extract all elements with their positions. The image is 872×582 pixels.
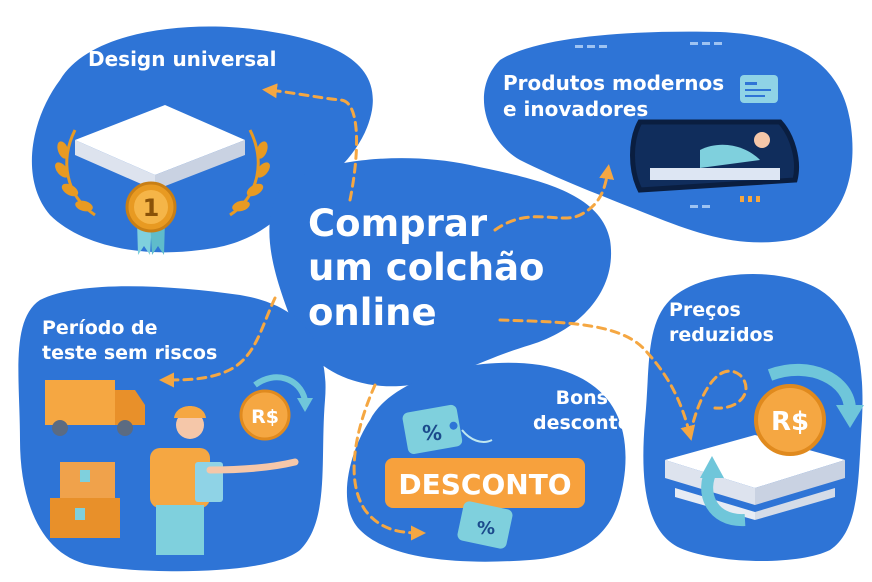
periodo-label: Período de teste sem riscos xyxy=(42,316,217,365)
center-title-line-3: online xyxy=(308,290,437,334)
bons-label-line-2: descontos xyxy=(533,411,643,434)
design-label: Design universal xyxy=(88,46,277,72)
design-label-text: Design universal xyxy=(88,47,277,71)
coin-periodo-icon xyxy=(239,389,291,441)
truck-icon xyxy=(45,380,145,436)
precos-label-line-2: reduzidos xyxy=(669,323,774,346)
boxes-icon xyxy=(50,462,120,538)
coin-precos-label: R$ xyxy=(771,407,809,437)
periodo-label-line-1: Período de xyxy=(42,317,158,339)
precos-label: Preços reduzidos xyxy=(669,298,774,347)
tag-bottom-percent: % xyxy=(477,518,495,539)
delivery-person-icon xyxy=(150,406,299,555)
precos-illustration xyxy=(665,364,864,527)
connector-produtos xyxy=(493,164,615,232)
connector-precos-loop xyxy=(688,369,748,437)
periodo-label-line-2: teste sem riscos xyxy=(42,341,218,364)
center-title-line-1: Comprar xyxy=(308,202,488,245)
connector-periodo xyxy=(159,296,277,388)
produtos-label-line-2: e inovadores xyxy=(503,97,649,121)
mattress-design-icon xyxy=(75,105,245,190)
connector-bons xyxy=(352,383,426,541)
bons-illustration xyxy=(385,404,585,549)
center-title: Comprar um colchão online xyxy=(308,202,568,335)
tag-top-percent: % xyxy=(422,421,442,445)
laurel-right-icon xyxy=(229,129,270,217)
center-title-line-2: um colchão xyxy=(308,246,545,290)
connector-precos xyxy=(498,318,696,441)
price-tag-bottom-icon xyxy=(457,501,513,549)
produtos-label-line-1: Produtos modernos xyxy=(503,71,725,95)
periodo-illustration xyxy=(45,374,313,555)
discount-banner-text: DESCONTO xyxy=(398,468,571,501)
bons-label-line-1: Bons xyxy=(555,387,608,409)
produtos-illustration xyxy=(575,42,800,208)
connectors xyxy=(159,83,748,541)
precos-label-line-1: Preços xyxy=(669,299,741,321)
blob-center xyxy=(269,158,612,387)
price-tag-top-icon xyxy=(402,404,463,454)
bons-label: Bons descontos xyxy=(533,386,643,435)
blob-precos xyxy=(643,273,863,562)
design-illustration xyxy=(55,105,270,255)
produtos-label: Produtos modernos e inovadores xyxy=(503,70,724,122)
refresh-arrow-periodo-icon xyxy=(253,374,308,401)
connector-design xyxy=(262,83,358,202)
refresh-arrow-precos-top-icon xyxy=(767,364,856,411)
laurel-left-icon xyxy=(55,129,96,217)
coin-periodo-label: R$ xyxy=(251,406,279,428)
discount-banner xyxy=(385,458,585,508)
coin-precos-icon xyxy=(754,384,826,456)
medal-number: 1 xyxy=(143,194,160,222)
